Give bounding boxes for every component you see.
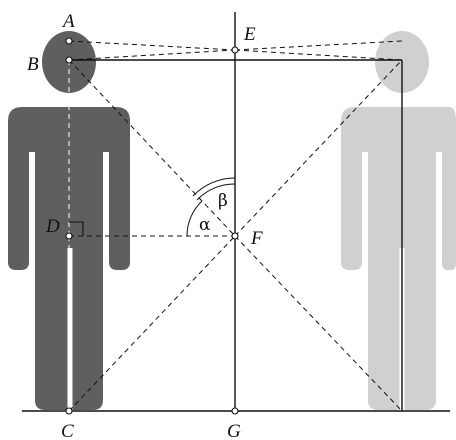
- point-B: [65, 56, 73, 64]
- label-A: A: [61, 11, 75, 32]
- label-D: D: [45, 216, 60, 237]
- line-E-right-eye: [234, 49, 403, 61]
- label-beta: β: [218, 191, 228, 211]
- label-C: C: [61, 421, 74, 440]
- angle-alpha-arc: [186, 200, 203, 237]
- point-A: [65, 37, 73, 45]
- point-D: [65, 232, 73, 240]
- line-F-right-eye: [234, 59, 403, 237]
- line-F-right-foot: [234, 235, 403, 412]
- line-A-E: [68, 40, 236, 51]
- angle-beta-arc-outer: [192, 177, 236, 197]
- point-E: [231, 46, 239, 54]
- label-E: E: [243, 24, 256, 45]
- person-light-body: [341, 107, 456, 410]
- line-E-right-top: [234, 40, 403, 51]
- line-B-E: [68, 49, 236, 61]
- line-C-F: [68, 235, 236, 412]
- line-B-F: [68, 59, 236, 237]
- label-B: B: [27, 54, 39, 75]
- angle-beta-arc-inner: [196, 183, 236, 201]
- label-F: F: [250, 228, 263, 249]
- person-light: [341, 31, 456, 410]
- label-alpha: α: [199, 215, 211, 235]
- right-angle-marker: [69, 221, 84, 236]
- point-C: [65, 407, 73, 415]
- point-G: [231, 407, 239, 415]
- point-F: [231, 232, 239, 240]
- label-G: G: [227, 421, 241, 440]
